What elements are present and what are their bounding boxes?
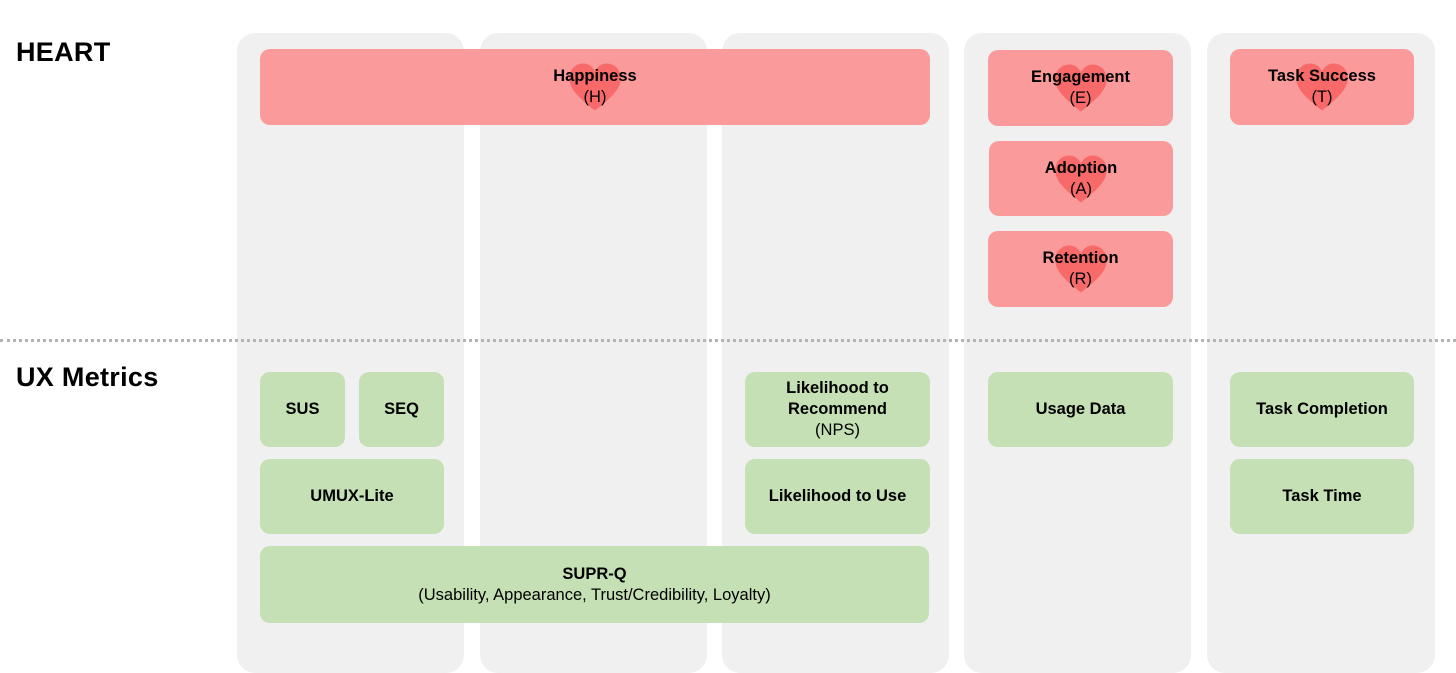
happiness-box[interactable]: Happiness (H): [260, 49, 930, 125]
retention-label: Retention: [1042, 249, 1119, 267]
likelihood-to-use-box[interactable]: Likelihood to Use: [745, 459, 930, 534]
task-completion-box[interactable]: Task Completion: [1230, 372, 1414, 447]
likelihood-to-recommend-box[interactable]: Likelihood to Recommend (NPS): [745, 372, 930, 447]
column-5: [1207, 33, 1435, 673]
column-4: [964, 33, 1191, 673]
task-time-box[interactable]: Task Time: [1230, 459, 1414, 534]
seq-label: SEQ: [384, 400, 419, 418]
usage-data-box[interactable]: Usage Data: [988, 372, 1173, 447]
ux-metrics-row-label: UX Metrics: [16, 362, 159, 392]
adoption-box[interactable]: Adoption (A): [989, 141, 1173, 216]
likelihood-to-use-label: Likelihood to Use: [768, 487, 907, 505]
engagement-box[interactable]: Engagement (E): [988, 50, 1173, 126]
supr-q-detail: (Usability, Appearance, Trust/Credibilit…: [418, 585, 771, 604]
likelihood-to-recommend-label: Likelihood to Recommend: [786, 379, 889, 418]
adoption-letter: (A): [1070, 179, 1092, 198]
task-success-box[interactable]: Task Success (T): [1230, 49, 1414, 125]
retention-box[interactable]: Retention (R): [988, 231, 1173, 307]
task-time-label: Task Time: [1282, 487, 1362, 505]
supr-q-box[interactable]: SUPR-Q (Usability, Appearance, Trust/Cre…: [260, 546, 929, 623]
row-divider: [0, 339, 1456, 342]
retention-letter: (R): [1069, 270, 1092, 288]
umux-lite-label: UMUX-Lite: [310, 487, 394, 505]
sus-label: SUS: [285, 400, 320, 418]
happiness-label: Happiness: [553, 67, 637, 85]
seq-box[interactable]: SEQ: [359, 372, 444, 447]
usage-data-label: Usage Data: [1035, 400, 1126, 418]
task-success-letter: (T): [1311, 88, 1333, 106]
happiness-letter: (H): [583, 88, 607, 106]
umux-lite-box[interactable]: UMUX-Lite: [260, 459, 444, 534]
engagement-label: Engagement: [1030, 68, 1131, 86]
likelihood-to-recommend-detail: (NPS): [815, 421, 860, 439]
adoption-label: Adoption: [1044, 158, 1118, 177]
supr-q-label: SUPR-Q: [562, 564, 627, 583]
sus-box[interactable]: SUS: [260, 372, 345, 447]
task-success-label: Task Success: [1268, 67, 1376, 85]
heart-row-label: HEART: [16, 37, 111, 67]
engagement-letter: (E): [1069, 89, 1092, 107]
task-completion-label: Task Completion: [1256, 400, 1388, 418]
